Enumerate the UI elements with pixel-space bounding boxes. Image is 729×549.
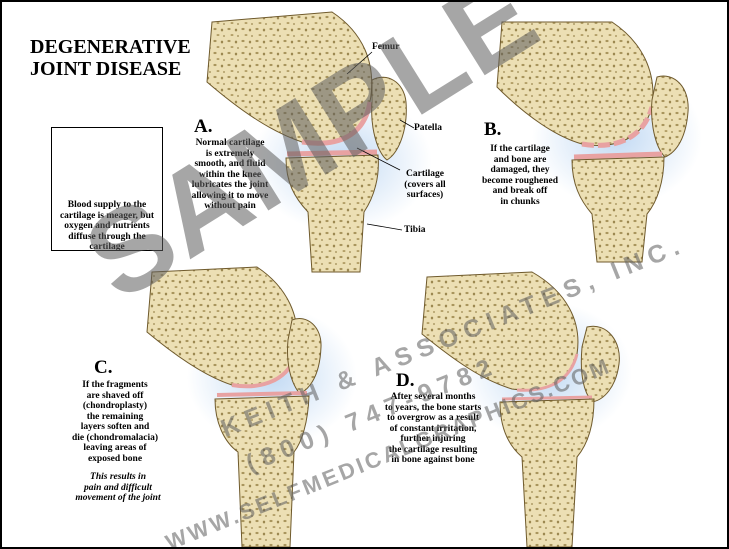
femur-cartilage bbox=[581, 106, 655, 148]
panel-c-caption: If the fragments are shaved off (chondro… bbox=[62, 380, 168, 464]
caption-line: If the fragments bbox=[82, 380, 148, 390]
blood-supply-inset: Blood supply to the cartilage is meager,… bbox=[51, 127, 163, 253]
inset-caption: Blood supply to the cartilage is meager,… bbox=[54, 200, 160, 253]
tibia bbox=[214, 395, 310, 547]
patella-label: Patella bbox=[414, 123, 442, 133]
page-title: DEGENERATIVE JOINT DISEASE bbox=[30, 36, 191, 80]
caption-line: layers soften and bbox=[80, 422, 150, 432]
patella bbox=[651, 75, 689, 158]
knee-a bbox=[206, 11, 432, 273]
femur-leader bbox=[346, 51, 373, 75]
panel-c-letter: C. bbox=[94, 357, 113, 378]
label-leaders bbox=[346, 51, 415, 231]
patella bbox=[287, 318, 322, 395]
panel-b-caption: If the cartilage and bone are damaged, t… bbox=[474, 144, 566, 207]
tibia-cartilage bbox=[286, 149, 378, 157]
caption-line: to overgrow as a result bbox=[387, 413, 479, 423]
inset-caption-line: cartilage bbox=[89, 242, 125, 252]
caption-line: smooth, and fluid bbox=[194, 159, 266, 169]
note-line: This results in bbox=[90, 472, 146, 482]
caption-line: damaged, they bbox=[490, 165, 550, 175]
caption-line: in bone against bone bbox=[391, 455, 475, 465]
femur-shaft bbox=[206, 11, 373, 144]
caption-line: (chondroplasty) bbox=[82, 401, 148, 411]
caption-line: and bone are bbox=[493, 154, 547, 165]
caption-line: lubricates the joint bbox=[191, 180, 269, 190]
inset-caption-line: Blood supply to the bbox=[67, 200, 147, 210]
caption-line: If the cartilage bbox=[490, 144, 550, 154]
patella bbox=[580, 325, 620, 403]
panel-d-caption: After several months to years, the bone … bbox=[370, 392, 496, 466]
femur-shaft bbox=[146, 266, 298, 387]
patella bbox=[371, 76, 407, 161]
panel-b-letter: B. bbox=[484, 119, 502, 140]
panel-d-letter: D. bbox=[396, 370, 415, 391]
patella-leader bbox=[399, 119, 415, 129]
note-line: movement of the joint bbox=[75, 493, 161, 503]
inset-caption-line: diffuse through the bbox=[68, 231, 146, 242]
caption-line: further injuring bbox=[400, 434, 466, 444]
femur-cartilage bbox=[516, 353, 579, 392]
knee-c bbox=[146, 266, 357, 547]
caption-line: is extremely bbox=[205, 148, 255, 159]
title-line-2: JOINT DISEASE bbox=[30, 58, 182, 80]
femur-shaft bbox=[421, 271, 579, 391]
knee-b bbox=[496, 21, 702, 263]
caption-line: leaving areas of bbox=[83, 443, 147, 453]
note-line: pain and difficult bbox=[84, 482, 152, 493]
tibia bbox=[499, 398, 595, 547]
panel-a-caption: Normal cartilage is extremely smooth, an… bbox=[184, 138, 276, 212]
tibia-cartilage bbox=[573, 151, 663, 160]
tibia bbox=[285, 154, 379, 273]
cartilage-label-line: (covers all bbox=[404, 179, 446, 190]
knee-d bbox=[421, 271, 632, 547]
inset-caption-line: cartilage is meager, but bbox=[59, 210, 155, 221]
tibia-cartilage bbox=[501, 395, 593, 401]
tibia-cartilage bbox=[216, 391, 308, 397]
caption-line: to years, the bone starts bbox=[384, 402, 482, 413]
tibia-label: Tibia bbox=[404, 225, 426, 235]
caption-line: of constant irritation, bbox=[389, 423, 477, 434]
caption-line: the remaining bbox=[86, 411, 144, 422]
cartilage-label-line: Cartilage bbox=[406, 169, 444, 179]
caption-line: After several months bbox=[390, 392, 476, 402]
tibia bbox=[571, 156, 665, 263]
cartilage-label: Cartilage (covers all surfaces) bbox=[394, 169, 456, 201]
caption-line: are shaved off bbox=[86, 390, 144, 401]
panel-a-letter: A. bbox=[194, 116, 213, 137]
caption-line: without pain bbox=[204, 201, 256, 211]
caption-line: Normal cartilage bbox=[195, 138, 265, 148]
caption-line: within the knee bbox=[198, 169, 262, 180]
cartilage-leader bbox=[356, 147, 401, 171]
caption-line: allowing it to move bbox=[191, 190, 269, 201]
cartilage-label-line: surfaces) bbox=[406, 190, 444, 200]
caption-line: and break off bbox=[492, 186, 548, 196]
femur-cartilage bbox=[301, 101, 373, 146]
tibia-leader bbox=[366, 223, 403, 231]
femur-shaft bbox=[496, 21, 654, 146]
caption-line: become roughened bbox=[481, 175, 559, 186]
caption-line: the cartilage resulting bbox=[388, 444, 478, 455]
title-line-1: DEGENERATIVE bbox=[30, 36, 191, 58]
inset-caption-line: oxygen and nutrients bbox=[64, 221, 150, 231]
caption-line: die (chondromalacia) bbox=[71, 432, 159, 443]
caption-line: in chunks bbox=[500, 196, 540, 207]
panel-c-note: This results in pain and difficult movem… bbox=[62, 472, 174, 504]
caption-line: exposed bone bbox=[87, 453, 143, 464]
femur-label: Femur bbox=[372, 42, 400, 52]
